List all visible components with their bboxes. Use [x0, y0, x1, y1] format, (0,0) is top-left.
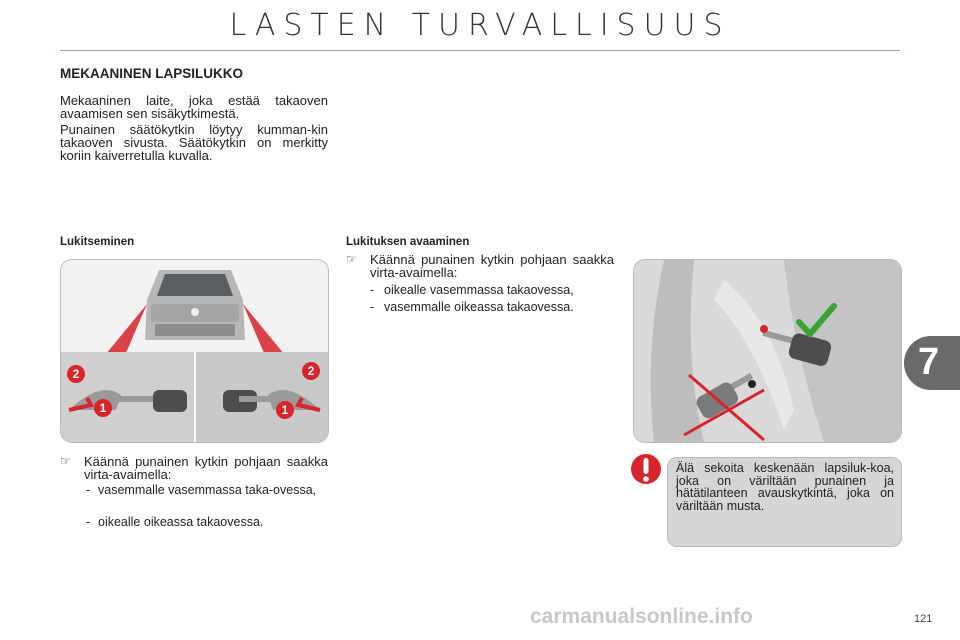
- locking-instruction: ☞ Käännä punainen kytkin pohjaan saakka …: [60, 454, 328, 482]
- dash-marker: -: [86, 483, 91, 497]
- dash-marker: -: [370, 300, 375, 314]
- locking-item-2: - oikealle oikeassa takaovessa.: [86, 516, 328, 529]
- callout-1-right: 1: [276, 401, 294, 419]
- unlocking-heading: Lukituksen avaaminen: [346, 236, 470, 248]
- locking-heading: Lukitseminen: [60, 236, 135, 248]
- pointing-hand-icon: ☞: [346, 252, 357, 266]
- callout-1-left: 1: [94, 399, 112, 417]
- door-switch-diagram: [634, 260, 901, 442]
- locking-diagram: 1 2 2 1: [61, 260, 328, 442]
- chapter-tab: [904, 336, 960, 390]
- cross-icon: [683, 373, 765, 442]
- intro-paragraph: Mekaaninen laite, joka estää takaoven av…: [60, 93, 328, 121]
- dash-marker: -: [370, 283, 375, 297]
- unlocking-instruction: ☞ Käännä punainen kytkin pohjaan saakka …: [346, 252, 614, 280]
- intro-paragraph-2: Punainen säätökytkin löytyy kumman-kin t…: [60, 122, 328, 163]
- instruction-text: Käännä punainen kytkin pohjaan saakka vi…: [84, 454, 328, 482]
- callout-2-left: 2: [67, 365, 85, 383]
- locking-item-1: - vasemmalle vasemmassa taka-ovessa,: [86, 484, 328, 497]
- exclamation-icon: [631, 454, 661, 484]
- callout-label: 1: [100, 401, 107, 415]
- locking-illustration: 1 2 2 1: [60, 259, 329, 443]
- item-text: vasemmalle vasemmassa taka-ovessa,: [98, 483, 317, 497]
- door-switch-illustration: [633, 259, 902, 443]
- unlocking-item-2: - vasemmalle oikeassa takaovessa.: [370, 301, 614, 314]
- callout-label: 2: [308, 364, 315, 378]
- page-number: 121: [914, 613, 933, 625]
- unlocking-item-1: - oikealle vasemmassa takaovessa,: [370, 284, 614, 297]
- watermark: carmanualsonline.info: [530, 605, 753, 628]
- title-divider: [60, 50, 900, 51]
- instruction-text: Käännä punainen kytkin pohjaan saakka vi…: [370, 252, 614, 280]
- chapter-number: 7: [918, 341, 940, 383]
- callout-label: 2: [73, 367, 80, 381]
- item-text: vasemmalle oikeassa takaovessa.: [384, 300, 574, 314]
- pointing-hand-icon: ☞: [60, 454, 71, 468]
- item-text: oikealle vasemmassa takaovessa,: [384, 283, 574, 297]
- checkmark-icon: [796, 303, 837, 339]
- warning-box: [667, 457, 902, 547]
- callout-2-right: 2: [302, 362, 320, 380]
- callout-label: 1: [282, 403, 289, 417]
- page-title: LASTEN TURVALLISUUS: [229, 8, 731, 43]
- section-heading: MEKAANINEN LAPSILUKKO: [60, 66, 244, 81]
- item-text: oikealle oikeassa takaovessa.: [98, 515, 264, 529]
- warning-text: Älä sekoita keskenään lapsiluk-koa, joka…: [676, 461, 894, 513]
- dash-marker: -: [86, 515, 91, 529]
